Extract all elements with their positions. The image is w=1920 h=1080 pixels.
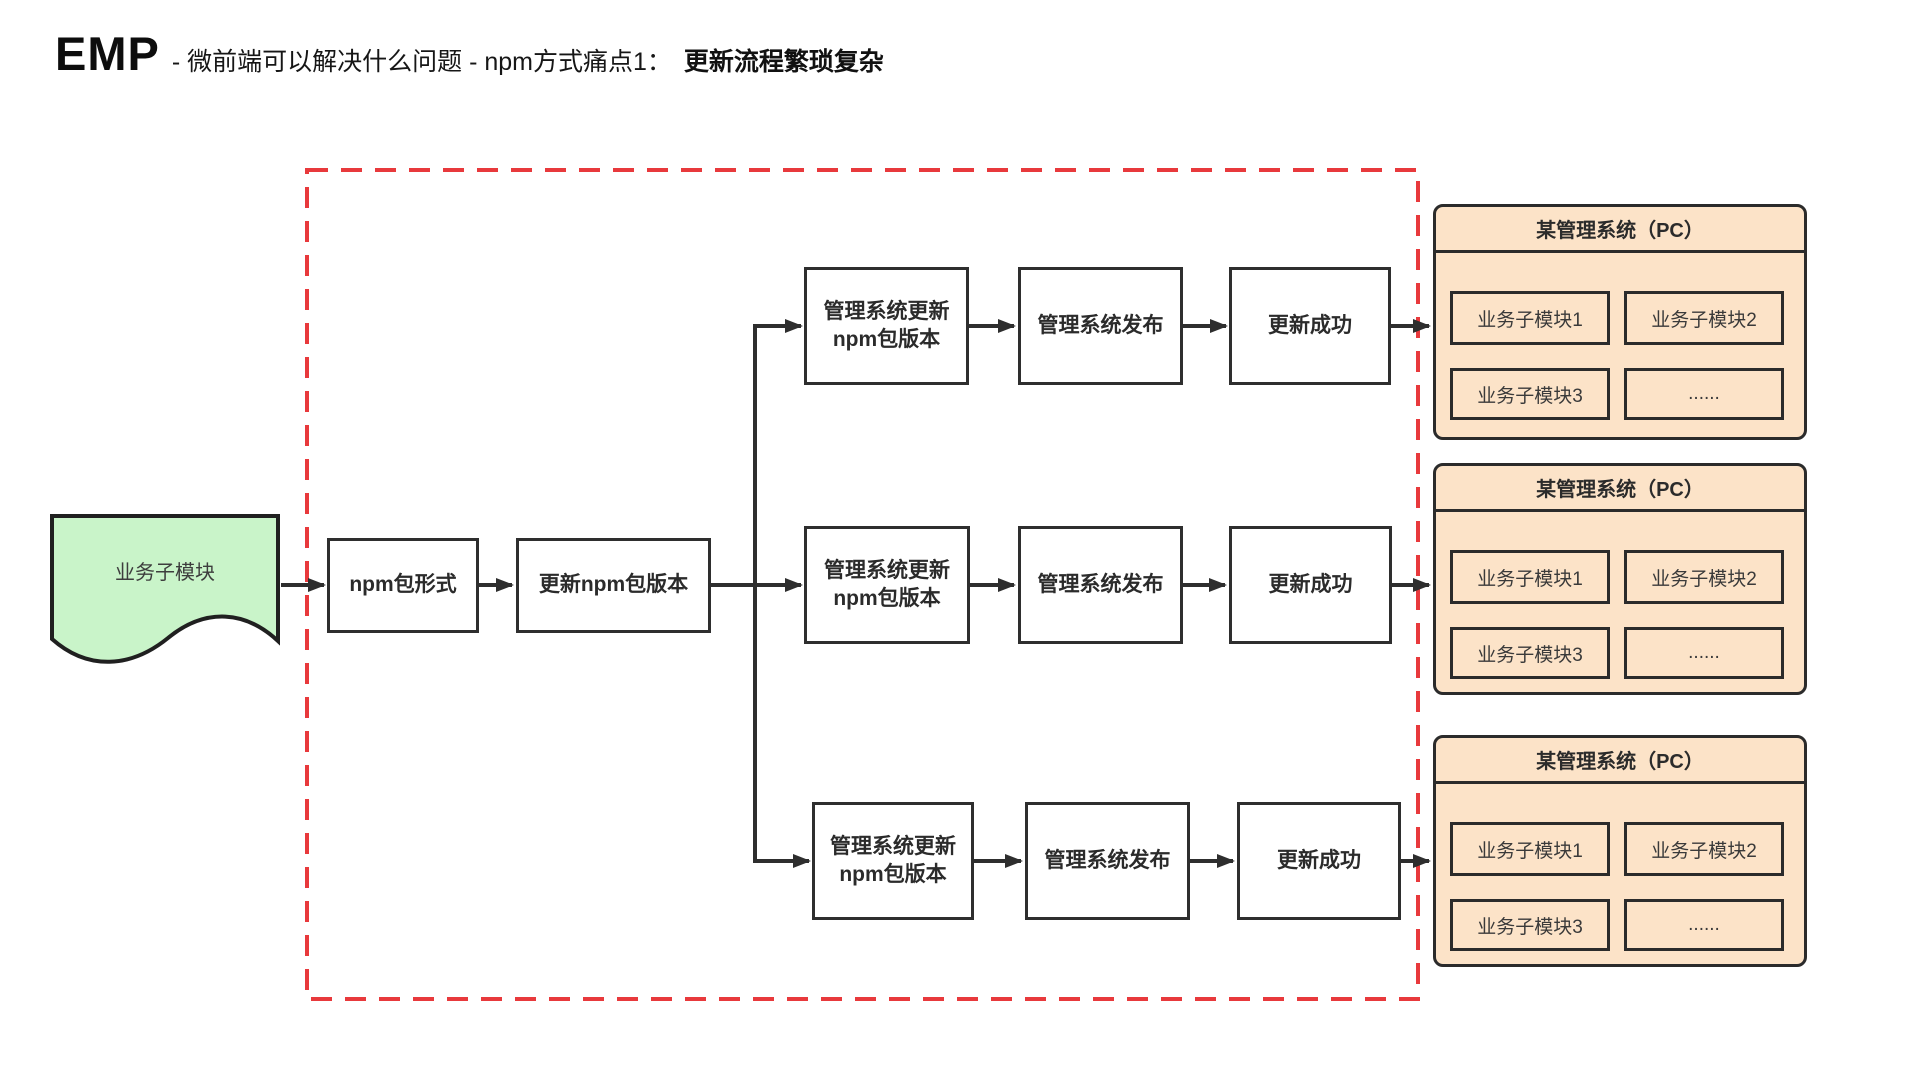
red-dashed-boundary [305, 168, 1420, 1001]
panel-title: 某管理系统（PC） [1436, 466, 1804, 512]
module-box-1: 业务子模块1 [1450, 550, 1610, 604]
panel-management-system-2: 某管理系统（PC） 业务子模块1 业务子模块2 业务子模块3 ...... [1433, 463, 1807, 695]
step-box-system-update-npm-3: 管理系统更新 npm包版本 [812, 802, 974, 920]
panel-management-system-3: 某管理系统（PC） 业务子模块1 业务子模块2 业务子模块3 ...... [1433, 735, 1807, 967]
module-box-2: 业务子模块2 [1624, 550, 1784, 604]
connector-lines [281, 319, 1431, 868]
module-box-2: 业务子模块2 [1624, 291, 1784, 345]
module-box-3: 业务子模块3 [1450, 899, 1610, 951]
brand-text: EMP [55, 27, 160, 80]
subtitle-highlight-text: 更新流程繁琐复杂 [683, 48, 884, 76]
document-shape [50, 514, 280, 664]
step-box-update-success-3: 更新成功 [1237, 802, 1401, 920]
flow-box-update-npm-version: 更新npm包版本 [516, 538, 711, 633]
panel-title: 某管理系统（PC） [1436, 738, 1804, 784]
module-box-2: 业务子模块2 [1624, 822, 1784, 876]
flow-box-npm-format: npm包形式 [327, 538, 479, 633]
source-module-label: 业务子模块 [115, 562, 215, 584]
module-box-3: 业务子模块3 [1450, 627, 1610, 679]
subtitle-text: - 微前端可以解决什么问题 - npm方式痛点1： [171, 48, 672, 76]
step-box-system-publish-1: 管理系统发布 [1018, 267, 1183, 385]
module-box-ellipsis: ...... [1624, 368, 1784, 420]
module-box-ellipsis: ...... [1624, 627, 1784, 679]
page-title: EMP - 微前端可以解决什么问题 - npm方式痛点1： 更新流程繁琐复杂 [55, 26, 884, 81]
step-box-system-publish-2: 管理系统发布 [1018, 526, 1183, 644]
module-box-ellipsis: ...... [1624, 899, 1784, 951]
step-box-system-update-npm-2: 管理系统更新 npm包版本 [804, 526, 970, 644]
step-box-system-publish-3: 管理系统发布 [1025, 802, 1190, 920]
module-box-1: 业务子模块1 [1450, 291, 1610, 345]
step-box-update-success-1: 更新成功 [1229, 267, 1391, 385]
module-box-1: 业务子模块1 [1450, 822, 1610, 876]
panel-management-system-1: 某管理系统（PC） 业务子模块1 业务子模块2 业务子模块3 ...... [1433, 204, 1807, 440]
step-box-system-update-npm-1: 管理系统更新 npm包版本 [804, 267, 969, 385]
module-box-3: 业务子模块3 [1450, 368, 1610, 420]
step-box-update-success-2: 更新成功 [1229, 526, 1392, 644]
panel-title: 某管理系统（PC） [1436, 207, 1804, 253]
